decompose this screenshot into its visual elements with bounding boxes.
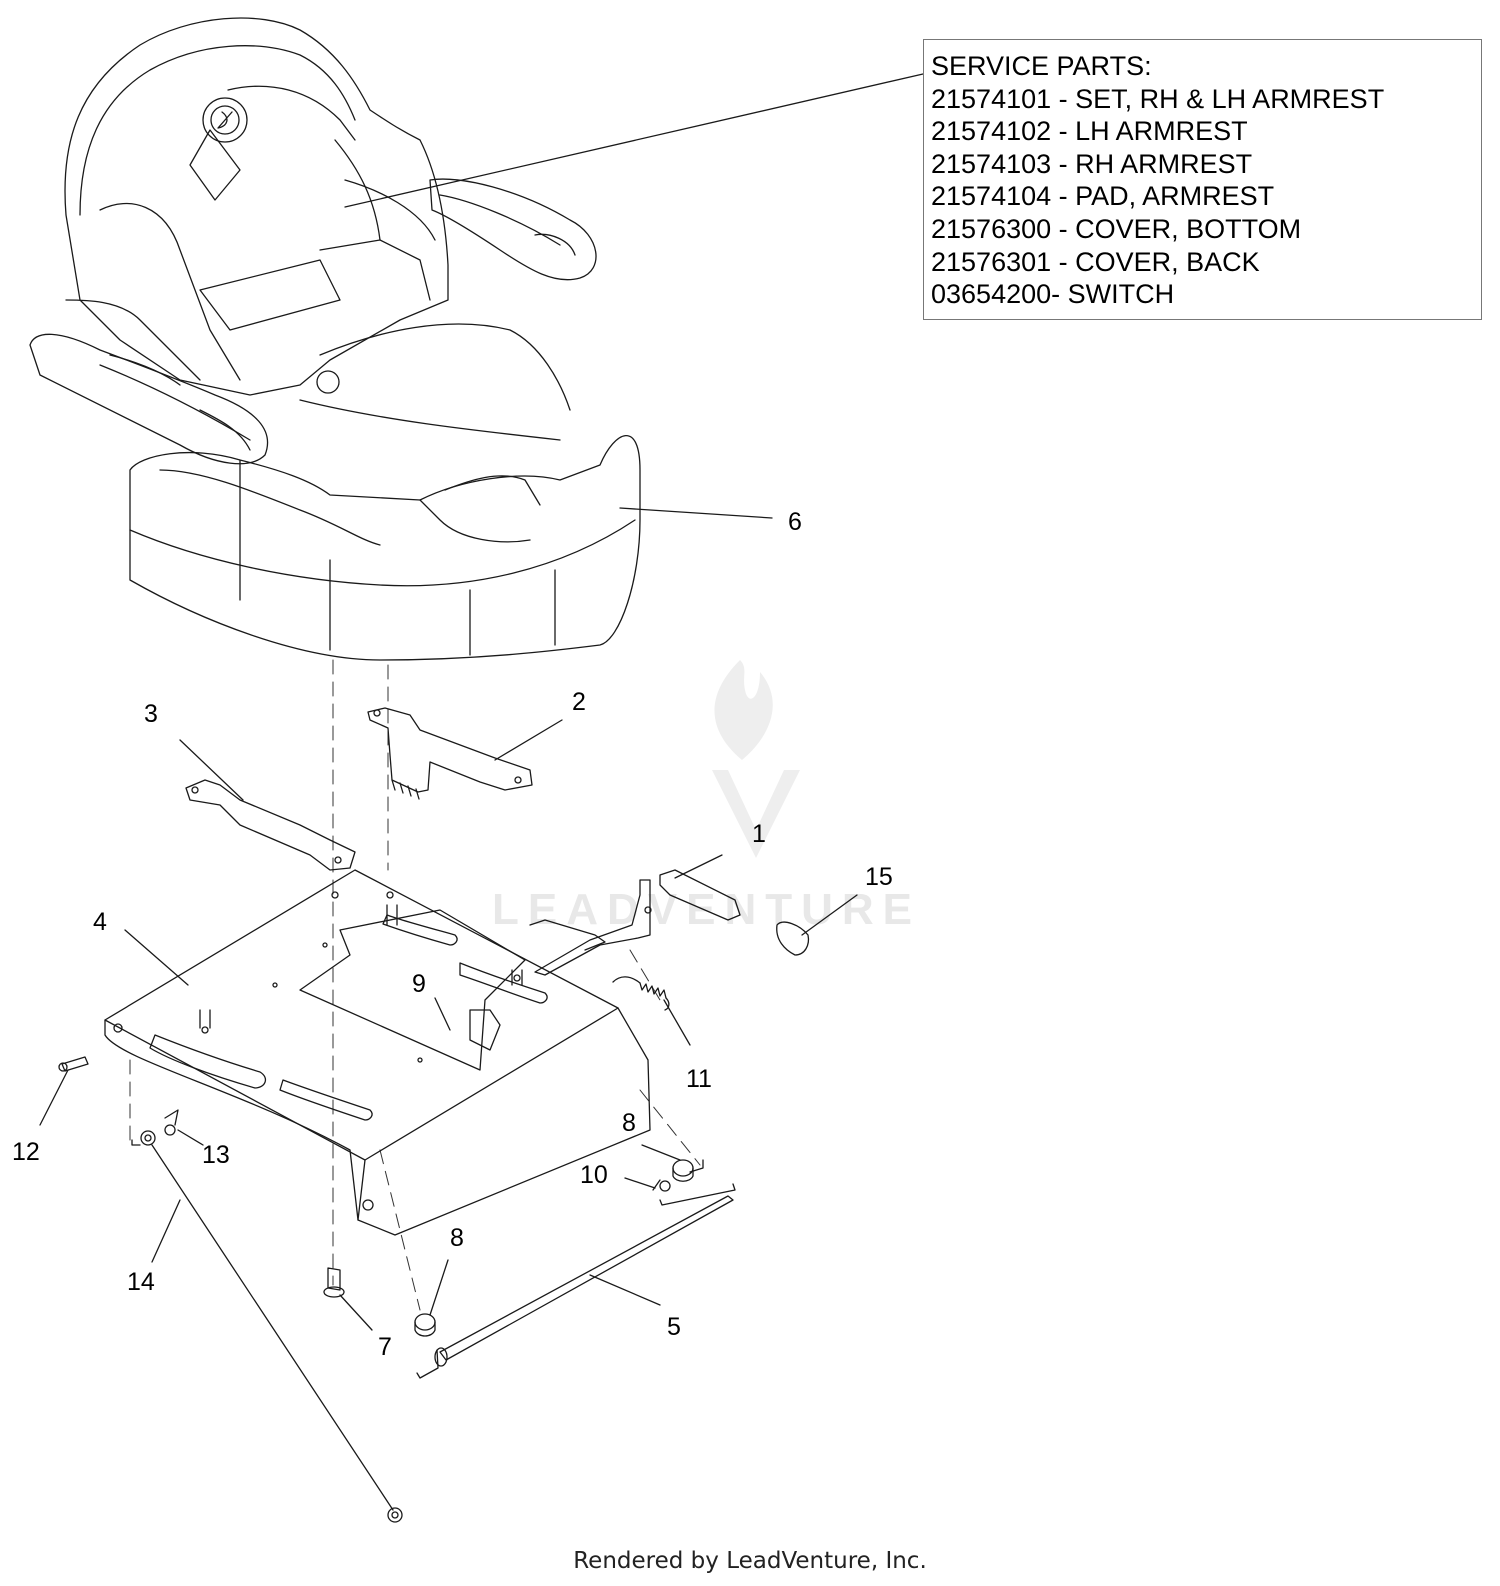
service-part-item: 03654200- SWITCH: [931, 279, 1175, 310]
leader-8-upper: [641, 1144, 681, 1161]
callout-8-lower: 8: [450, 1224, 464, 1252]
callout-5: 5: [667, 1313, 681, 1341]
callout-11: 11: [686, 1065, 712, 1093]
part-8-bushing-lower: [414, 1313, 436, 1337]
leader-1: [674, 854, 723, 879]
callout-1: 1: [752, 820, 766, 848]
service-part-item: 21574101 - SET, RH & LH ARMREST: [931, 83, 1385, 114]
part-11-spring: [612, 976, 670, 1011]
leader-5: [589, 1274, 661, 1306]
part-14-cable: [131, 1130, 403, 1523]
leader-13: [177, 1129, 204, 1146]
part-13-clip: [164, 1109, 179, 1136]
callout-8-upper: 8: [622, 1109, 636, 1137]
part-3-bracket: [185, 779, 356, 871]
callout-15: 15: [865, 863, 893, 891]
part-12-pin: [58, 1056, 89, 1072]
service-part-item: 21574104 - PAD, ARMREST: [931, 181, 1275, 212]
leader-14: [151, 1199, 181, 1263]
service-part-item: 21574102 - LH ARMREST: [931, 116, 1248, 147]
service-part-item: 21574103 - RH ARMREST: [931, 148, 1253, 179]
callout-7: 7: [378, 1333, 392, 1361]
callout-12: 12: [12, 1138, 40, 1166]
footer-credit: Rendered by LeadVenture, Inc.: [573, 1548, 927, 1574]
leader-11: [663, 999, 691, 1046]
part-15-cap: [776, 921, 810, 956]
leader-7: [339, 1294, 373, 1331]
part-1-lever: [529, 869, 741, 976]
leader-10: [624, 1177, 656, 1189]
seat-assembly: [29, 17, 641, 661]
callout-2: 2: [572, 688, 586, 716]
callout-14: 14: [127, 1268, 155, 1296]
leader-6: [619, 507, 773, 519]
service-part-item: 21576301 - COVER, BACK: [931, 246, 1260, 277]
leader-15: [801, 894, 858, 936]
callout-4: 4: [93, 908, 107, 936]
part-8-bushing-upper: [672, 1159, 694, 1182]
part-7-bolt: [323, 1267, 345, 1298]
service-parts-title: SERVICE PARTS:: [931, 51, 1152, 81]
part-4-base-plate: [104, 869, 651, 1236]
part-10-clip: [652, 1179, 671, 1192]
callout-3: 3: [144, 700, 158, 728]
service-parts-box: SERVICE PARTS: 21574101 - SET, RH & LH A…: [923, 39, 1482, 320]
leader-2: [494, 719, 563, 761]
callout-13: 13: [202, 1141, 230, 1169]
leader-12: [39, 1069, 69, 1126]
leader-8-lower: [429, 1259, 449, 1316]
service-part-item: 21576300 - COVER, BOTTOM: [931, 213, 1302, 244]
service-parts-leader: [344, 73, 924, 208]
part-2-bracket: [367, 707, 533, 800]
callout-6: 6: [788, 508, 802, 536]
part-5-rod: [416, 1183, 736, 1379]
callout-9: 9: [412, 970, 426, 998]
leader-4: [124, 929, 189, 986]
callout-10: 10: [580, 1161, 608, 1189]
callout-numbers: 1 2 3 4 5 6 7 8 8 9 10 11 12 13 14 15: [12, 508, 893, 1361]
leader-3: [179, 739, 244, 801]
bracket-mark-upper: [689, 1159, 704, 1173]
leader-9: [434, 997, 451, 1031]
